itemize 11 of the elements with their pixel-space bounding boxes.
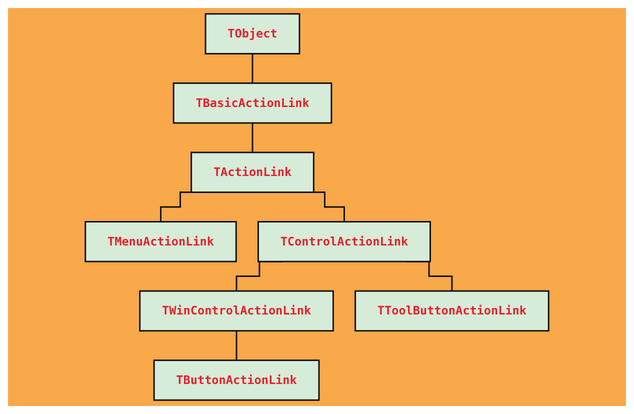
connector	[252, 122, 254, 154]
node-box: TToolButtonActionLink	[354, 290, 550, 332]
node-box: TControlActionLink	[257, 221, 431, 262]
node-box: TActionLink	[190, 152, 314, 193]
node-box: TWinControlActionLink	[139, 290, 334, 332]
node-box: TObject	[204, 13, 300, 54]
node-box: TMenuActionLink	[84, 221, 237, 262]
node-box: TButtonActionLink	[153, 360, 320, 401]
node-box: TBasicActionLink	[172, 82, 332, 124]
connector	[236, 330, 238, 362]
connector	[252, 52, 254, 84]
